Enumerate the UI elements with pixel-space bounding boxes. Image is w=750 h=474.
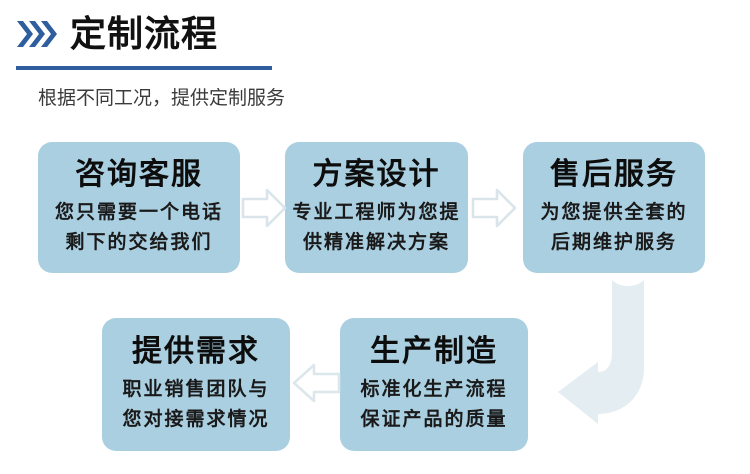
page-title: 定制流程 bbox=[70, 13, 219, 54]
flow-step-description-line: 供精准解决方案 bbox=[302, 231, 450, 253]
arrow-right-icon bbox=[240, 186, 288, 230]
flow-step-description-line: 标准化生产流程 bbox=[360, 378, 508, 400]
flow-step-card-5[interactable]: 生产制造 标准化生产流程 保证产品的质量 bbox=[340, 318, 528, 451]
flow-step-description: 您只需要一个电话 剩下的交给我们 bbox=[55, 198, 223, 258]
arrow-right-icon bbox=[470, 186, 518, 230]
flow-step-card-3[interactable]: 售后服务 为您提供全套的 后期维护服务 bbox=[523, 142, 705, 273]
flow-step-card-4[interactable]: 提供需求 职业销售团队与 您对接需求情况 bbox=[102, 318, 290, 451]
flow-step-description-line: 后期维护服务 bbox=[550, 231, 677, 253]
page-subtitle: 根据不同工况，提供定制服务 bbox=[38, 88, 286, 109]
flow-step-card-1[interactable]: 咨询客服 您只需要一个电话 剩下的交给我们 bbox=[38, 142, 240, 273]
flow-step-description-line: 剩下的交给我们 bbox=[65, 231, 213, 253]
flow-step-title: 方案设计 bbox=[312, 157, 441, 191]
flow-step-card-2[interactable]: 方案设计 专业工程师为您提 供精准解决方案 bbox=[285, 142, 468, 273]
page-header: 定制流程 根据不同工况，提供定制服务 bbox=[0, 0, 750, 130]
flow-step-description: 标准化生产流程 保证产品的质量 bbox=[360, 375, 507, 435]
flow-step-title: 咨询客服 bbox=[75, 157, 203, 191]
flow-step-title: 售后服务 bbox=[550, 157, 678, 191]
flow-step-description-line: 您对接需求情况 bbox=[122, 408, 270, 430]
flow-step-description-line: 为您提供全套的 bbox=[540, 201, 688, 223]
flow-step-description: 职业销售团队与 您对接需求情况 bbox=[122, 375, 269, 435]
arrow-left-icon bbox=[290, 360, 342, 406]
arrow-u-turn-down-left-icon bbox=[552, 272, 668, 426]
flow-step-title: 生产制造 bbox=[370, 334, 498, 368]
flow-step-description-line: 保证产品的质量 bbox=[360, 408, 508, 430]
flow-step-title: 提供需求 bbox=[132, 334, 260, 368]
flow-step-description-line: 您只需要一个电话 bbox=[54, 201, 223, 223]
flow-step-description: 专业工程师为您提 供精准解决方案 bbox=[292, 198, 460, 258]
title-row: 定制流程 bbox=[16, 14, 218, 54]
flow-step-description-line: 专业工程师为您提 bbox=[292, 201, 461, 223]
title-underline bbox=[16, 66, 272, 70]
triple-chevron-right-icon bbox=[16, 19, 58, 49]
flow-step-description-line: 职业销售团队与 bbox=[122, 378, 270, 400]
flow-step-description: 为您提供全套的 后期维护服务 bbox=[540, 198, 687, 258]
